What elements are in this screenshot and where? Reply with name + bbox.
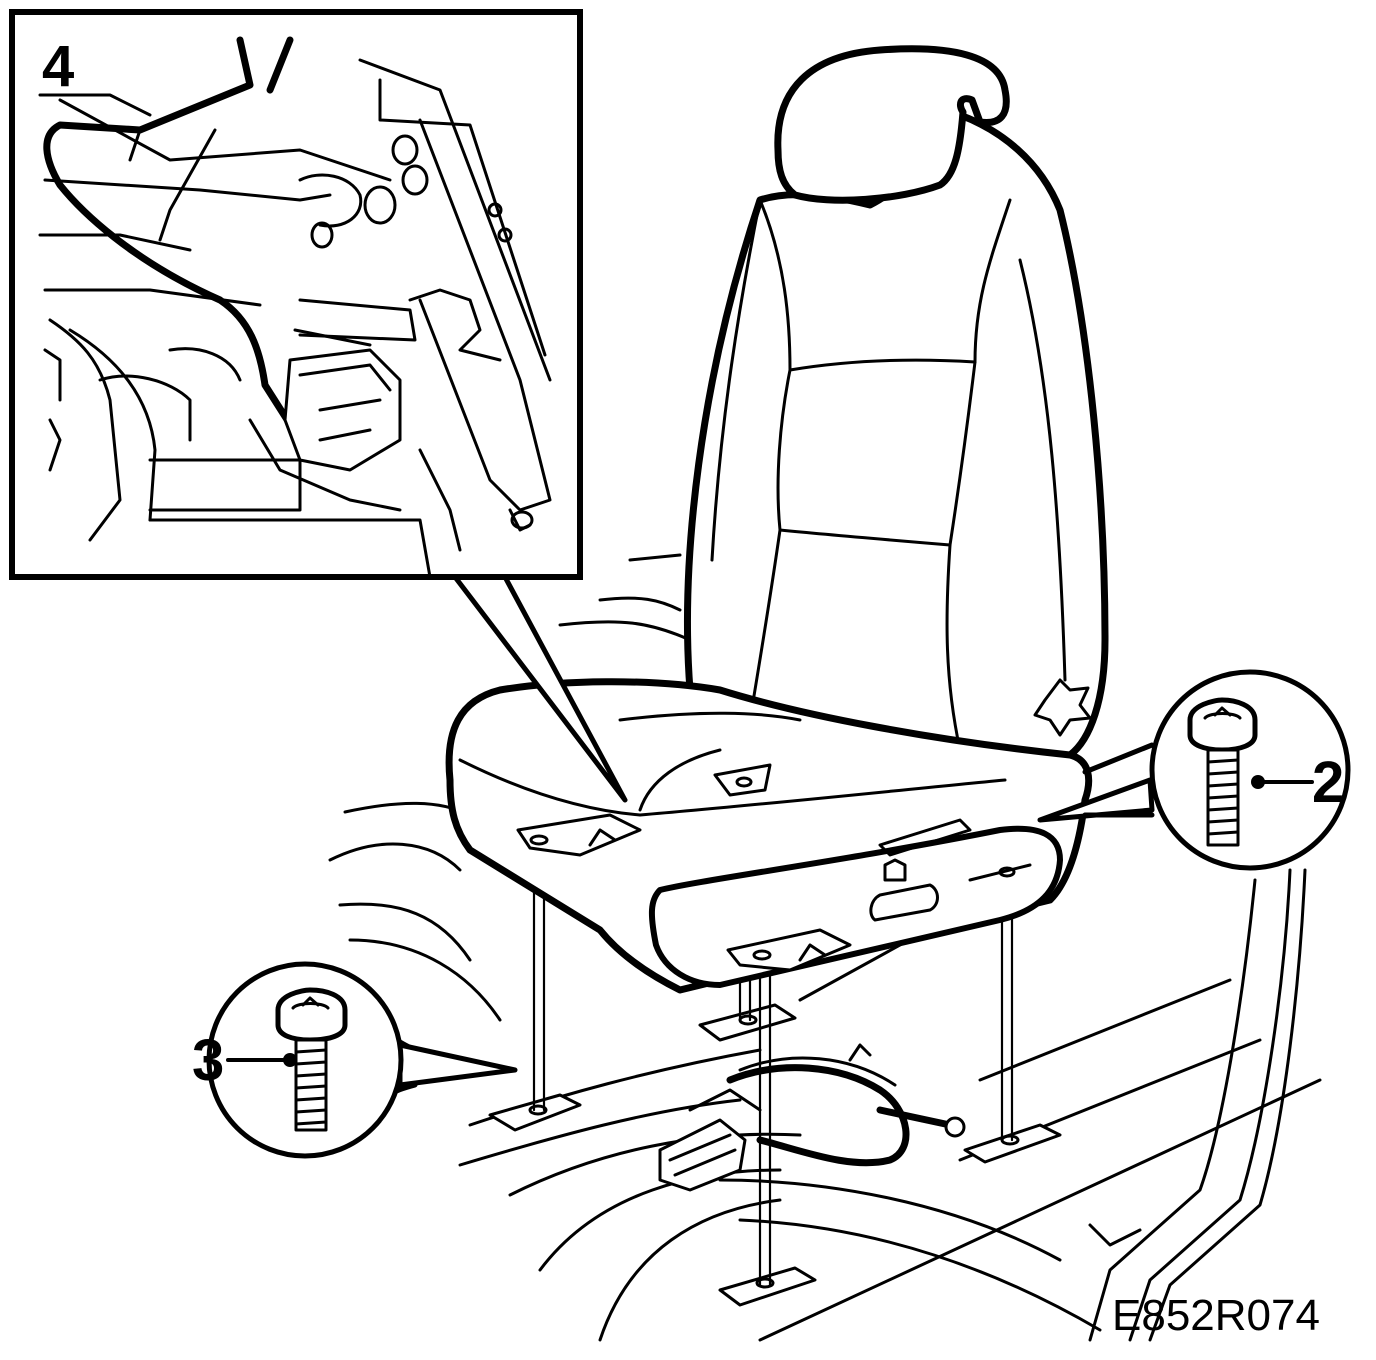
screw-3-icon	[275, 987, 348, 1132]
recline-knob	[1033, 678, 1092, 737]
floor-wiring-harness	[658, 1043, 966, 1192]
screw-2-icon	[1187, 697, 1258, 847]
callout-2-label: 2	[1312, 750, 1344, 815]
screw-detail-3: 3	[192, 961, 518, 1159]
floor-mount-left-rear	[488, 1093, 582, 1132]
seat-headrest	[774, 45, 1010, 204]
figure-code: E852R074	[1112, 1291, 1320, 1340]
floor-mount-front	[718, 1266, 817, 1307]
screw-detail-2: 2	[1037, 669, 1351, 871]
inset-connector-detail: 4	[9, 9, 628, 803]
callout-4-label: 4	[42, 34, 74, 99]
inset-wiring	[38, 36, 552, 579]
seat-backrest	[684, 111, 1109, 784]
seat-rail-rear-center	[713, 763, 772, 797]
floor-mount-center-rear	[698, 1003, 797, 1042]
seat-rail-left	[516, 813, 642, 857]
seat-rail-right	[968, 863, 1032, 882]
seat-rail-front	[726, 928, 852, 972]
floor-and-tunnel	[328, 553, 1322, 1342]
callout-3-label: 3	[192, 1028, 224, 1093]
